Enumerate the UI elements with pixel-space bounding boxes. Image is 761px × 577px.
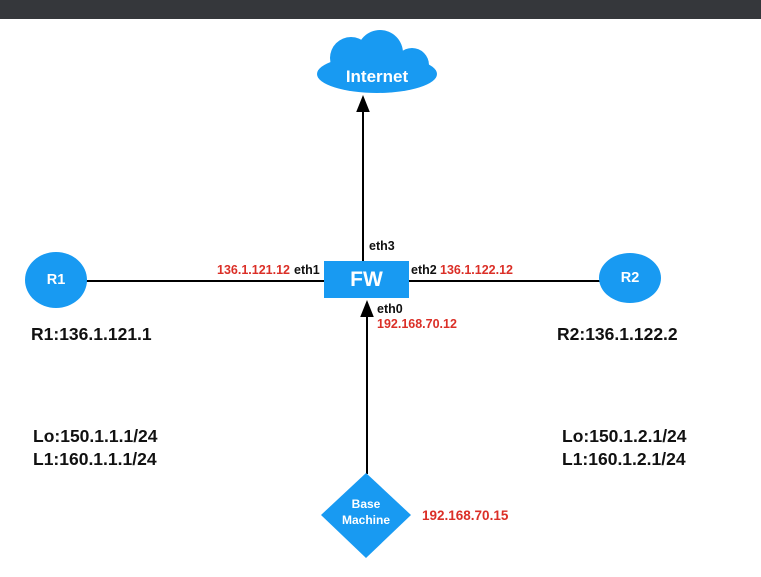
fw-eth1-ip-label: 136.1.121.12 <box>217 263 290 277</box>
base-machine-label-line1: Base <box>351 497 381 511</box>
base-machine-label-line2: Machine <box>341 513 390 527</box>
r2-loopback1-annotation: L1:160.1.2.1/24 <box>562 449 686 469</box>
r2-loopback0-annotation: Lo:150.1.2.1/24 <box>562 426 687 446</box>
base-machine-label: Base Machine <box>321 496 411 528</box>
r1-loopback0-annotation: Lo:150.1.1.1/24 <box>33 426 158 446</box>
window-top-bar <box>0 0 761 19</box>
fw-eth0-interface-label: eth0 <box>377 302 403 316</box>
cloud-icon <box>317 30 437 93</box>
r1-ip-annotation: R1:136.1.121.1 <box>31 324 152 344</box>
arrow-up-fw-icon <box>360 300 374 317</box>
router-r1-label: R1 <box>46 272 66 288</box>
router-r1-node: R1 <box>25 252 87 308</box>
fw-eth0-ip-label: 192.168.70.12 <box>377 317 457 331</box>
fw-eth2-interface-label: eth2 <box>411 263 437 277</box>
base-machine-diamond <box>321 473 411 558</box>
fw-eth1-interface-label: eth1 <box>294 263 320 277</box>
internet-node-label: Internet <box>345 67 409 86</box>
r2-ip-annotation: R2:136.1.122.2 <box>557 324 678 344</box>
base-machine-ip-label: 192.168.70.15 <box>422 508 509 523</box>
firewall-node: FW <box>324 261 409 298</box>
r1-loopback1-annotation: L1:160.1.1.1/24 <box>33 449 157 469</box>
router-r2-label: R2 <box>620 270 640 286</box>
arrow-up-internet-icon <box>356 95 370 112</box>
router-r2-node: R2 <box>599 253 661 303</box>
fw-eth2-ip-label: 136.1.122.12 <box>440 263 513 277</box>
firewall-node-label: FW <box>350 267 383 291</box>
fw-eth3-interface-label: eth3 <box>369 239 395 253</box>
